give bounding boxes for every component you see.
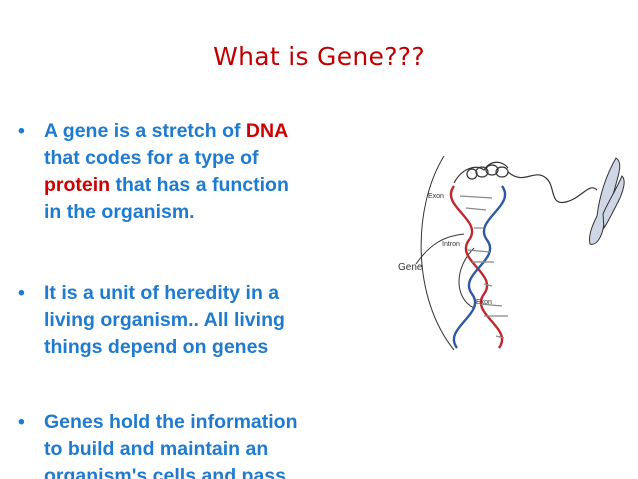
- dna-double-helix: [449, 185, 507, 349]
- bracket-arcs: [415, 155, 475, 351]
- bullet-line: protein that has a function: [18, 172, 378, 199]
- bullet-line: organism's cells and pass: [44, 465, 286, 479]
- bullet-line: things depend on genes: [44, 336, 269, 358]
- bullet-heredity: • It is a unit of heredity in a living o…: [18, 280, 378, 361]
- bullet-line: A gene is a stretch of DNA: [18, 118, 378, 145]
- bullet-marker: •: [18, 282, 25, 304]
- label-exon-bottom: Exon: [476, 299, 492, 306]
- bullet-line: living organism.. All living: [44, 309, 285, 331]
- dna-base-pairs: [459, 195, 508, 339]
- bullet-line: Genes hold the information: [44, 411, 298, 433]
- dna-gene-illustration: Exon Intron Gene Exon: [398, 155, 625, 351]
- bullet-line: that codes for a type of: [44, 147, 259, 169]
- bullet-information: • Genes hold the information to build an…: [18, 409, 378, 479]
- text-span: that has a function: [110, 174, 289, 196]
- label-exon-top: Exon: [428, 193, 444, 200]
- highlight-protein: protein: [44, 174, 111, 196]
- label-gene: Gene: [398, 262, 423, 273]
- highlight-dna: DNA: [245, 120, 289, 142]
- bullet-line: in the organism.: [44, 201, 195, 223]
- text-span: A gene is a stretch of: [44, 120, 246, 142]
- label-intron: Intron: [442, 241, 460, 248]
- chromosome-icon: [589, 157, 625, 245]
- bullet-gene-definition: • A gene is a stretch of DNA that codes …: [18, 118, 378, 226]
- bullet-marker: •: [18, 411, 25, 433]
- bullet-line: to build and maintain an: [44, 438, 269, 460]
- slide-title: What is Gene???: [213, 42, 425, 71]
- bullet-line: It is a unit of heredity in a: [44, 282, 280, 304]
- bullet-marker: •: [18, 120, 25, 142]
- chromatin-coil: [453, 161, 598, 204]
